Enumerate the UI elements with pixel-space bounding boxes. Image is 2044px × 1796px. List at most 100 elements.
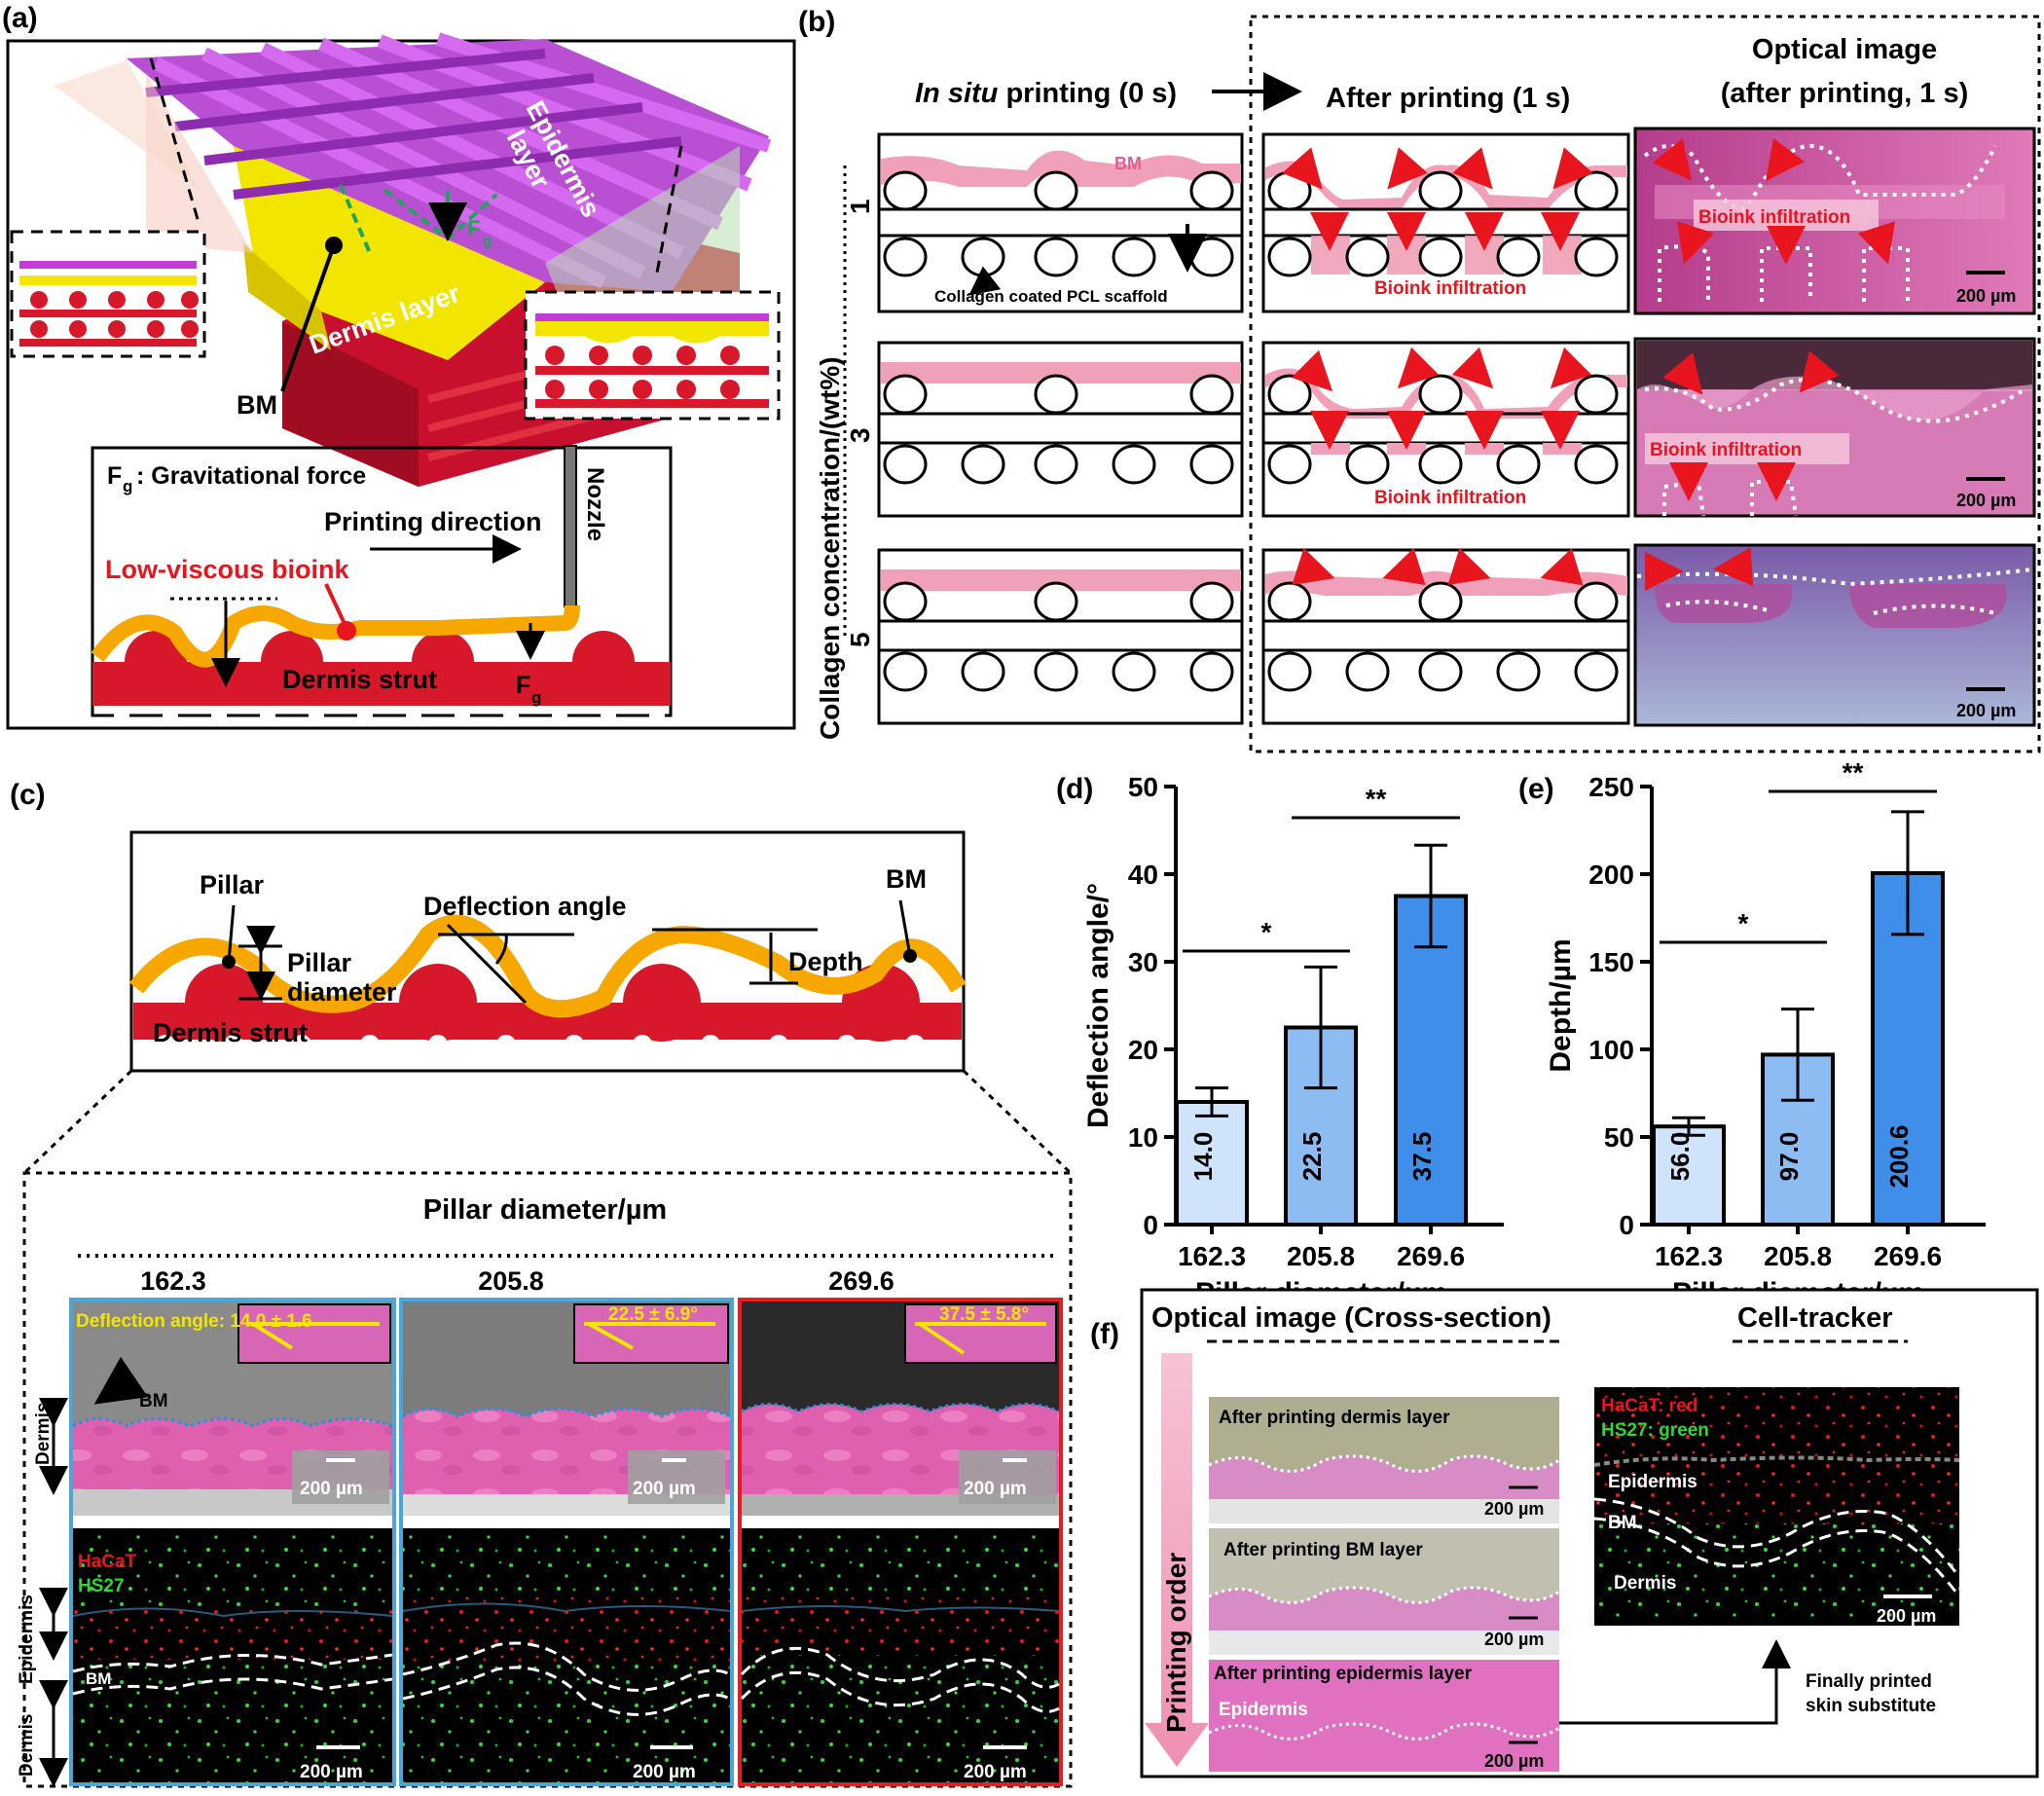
- significance-label: **: [1366, 784, 1387, 814]
- inset-label-1: Deflection angle: 14.0 ± 1.6: [76, 1311, 312, 1332]
- data-label: 97.0: [1774, 1132, 1804, 1182]
- x-tick-label: 269.6: [1874, 1241, 1942, 1271]
- optical-bioink-infiltration-2: Bioink infiltration: [1650, 440, 1802, 460]
- data-label: 22.5: [1297, 1132, 1327, 1182]
- finally-printed-2: skin substitute: [1806, 1696, 1936, 1716]
- panel-b-dashed-box: [1249, 15, 2041, 753]
- nozzle-label: Nozzle: [582, 467, 608, 541]
- header-insitu: In situ printing (0 s): [915, 78, 1177, 109]
- step3-label: After printing epidermis layer: [1214, 1664, 1473, 1684]
- step1-label: After printing dermis layer: [1219, 1408, 1450, 1428]
- optical-bioink-infiltration-1: Bioink infiltration: [1698, 207, 1850, 228]
- dermis-side-label-top: Dermis: [33, 1403, 54, 1465]
- collagen-scaffold-label: Collagen coated PCL scaffold: [934, 287, 1168, 306]
- row2-optical: Bioink infiltration 200 µm: [1633, 337, 2036, 518]
- bm-label-b: BM: [1114, 154, 1142, 173]
- significance-label: *: [1738, 908, 1749, 938]
- fg-bottom-symbol: F: [516, 672, 530, 699]
- chart-depth: 050100150200250Depth/µm56.0162.397.0205.…: [1545, 757, 1986, 1309]
- haCaT-red-label: HaCaT: red: [1601, 1396, 1697, 1416]
- panel-f: (f) Optical image (Cross-section) Cell-t…: [1090, 1288, 2039, 1778]
- fg-legend-symbol: F: [107, 462, 122, 490]
- printing-direction-label: Printing direction: [324, 507, 542, 536]
- y-tick-label: 40: [1128, 860, 1158, 890]
- step2-label: After printing BM layer: [1223, 1540, 1423, 1560]
- y-tick-label: 150: [1588, 947, 1634, 977]
- deflection-angle-label: Deflection angle: [423, 892, 627, 921]
- dermis-strut-label-c: Dermis strut: [153, 1018, 308, 1047]
- epidermis-in-image: Epidermis: [1219, 1700, 1308, 1720]
- col1-images: Deflection angle: 14.0 ± 1.6 BM 200 µm H…: [69, 1298, 396, 1786]
- inset-label-3: 37.5 ± 5.8°: [939, 1304, 1029, 1325]
- row-1-label: 1: [845, 199, 875, 214]
- pillar-diameter-title: Pillar diameter/µm: [423, 1194, 667, 1226]
- data-label: 56.0: [1665, 1132, 1695, 1182]
- scalebar-f2: 200 µm: [1484, 1630, 1544, 1649]
- fg-legend-text: : Gravitational force: [136, 462, 366, 490]
- col-label-3: 269.6: [828, 1266, 894, 1296]
- x-tick-label: 269.6: [1397, 1241, 1465, 1271]
- header-insitu-italic: In situ: [915, 78, 999, 109]
- data-label: 14.0: [1188, 1132, 1218, 1182]
- scaffold-illustration: Epidermis layer Dermis layer BM F g: [10, 32, 781, 487]
- significance-label: **: [1843, 757, 1864, 788]
- row-5-label: 5: [845, 632, 875, 647]
- collagen-axis-title: Collagen concentration/(wt%): [815, 356, 845, 740]
- x-tick-label: 162.3: [1655, 1241, 1723, 1271]
- x-tick-label: 162.3: [1178, 1241, 1246, 1271]
- header-after: After printing (1 s): [1326, 83, 1570, 114]
- y-tick-label: 30: [1128, 947, 1158, 977]
- col-label-1: 162.3: [140, 1266, 206, 1296]
- y-tick-label: 10: [1128, 1122, 1158, 1153]
- scalebar-c1-bottom: 200 µm: [300, 1762, 363, 1782]
- scalebar-f1: 200 µm: [1484, 1499, 1544, 1519]
- bm-label: BM: [237, 390, 277, 420]
- y-axis-title: Depth/µm: [1545, 938, 1577, 1072]
- scalebar-c3-top: 200 µm: [964, 1479, 1027, 1499]
- bm-in-image: BM: [86, 1669, 111, 1688]
- row-3-label: 3: [845, 427, 875, 443]
- zoom-left-content: [19, 261, 199, 347]
- panel-d-label: (d): [1056, 773, 1093, 805]
- pillar-diameter-label-2: diameter: [287, 977, 397, 1007]
- finally-printed-1: Finally printed: [1806, 1671, 1932, 1692]
- inset-label-2: 22.5 ± 6.9°: [608, 1304, 698, 1325]
- col3-images: 37.5 ± 5.8° 200 µm 200 µm: [738, 1298, 1063, 1786]
- panel-c-label: (c): [10, 779, 46, 811]
- significance-label: *: [1261, 917, 1272, 947]
- fg-bottom-sub: g: [531, 688, 541, 707]
- scalebar-f-ct: 200 µm: [1877, 1606, 1936, 1626]
- low-viscous-bioink-label: Low-viscous bioink: [105, 555, 350, 584]
- f-step1: After printing dermis layer 200 µm: [1208, 1397, 1560, 1523]
- cell-tracker-title: Cell-tracker: [1737, 1302, 1893, 1334]
- dermis-strut-label: Dermis strut: [282, 665, 437, 694]
- row1-after: Bioink infiltration: [1261, 132, 1630, 313]
- data-label: 200.6: [1884, 1124, 1914, 1188]
- bm-label-c: BM: [886, 864, 927, 894]
- bm-arrow-label: BM: [139, 1391, 168, 1411]
- hs27-green-label: HS27: green: [1601, 1420, 1709, 1441]
- haCaT-label-c1: HaCaT: [78, 1552, 137, 1572]
- fg-symbol: F: [467, 216, 480, 240]
- f-step3: After printing epidermis layer Epidermis…: [1208, 1660, 1560, 1772]
- nozzle-shape: [564, 445, 577, 607]
- f-cell-tracker-image: HaCaT: red HS27: green Epidermis BM Derm…: [1593, 1387, 1961, 1626]
- depth-label: Depth: [788, 947, 863, 976]
- scalebar-c1-top: 200 µm: [300, 1479, 363, 1499]
- bioink-path: [91, 605, 580, 668]
- bar: [1871, 870, 1945, 1227]
- y-axis-title: Deflection angle/°: [1082, 883, 1114, 1128]
- scalebar-c2-bottom: 200 µm: [633, 1762, 696, 1782]
- panel-e-label: (e): [1518, 773, 1554, 805]
- col-label-2: 205.8: [478, 1266, 544, 1296]
- optical-cross-title: Optical image (Cross-section): [1151, 1302, 1551, 1334]
- y-tick-label: 20: [1128, 1035, 1158, 1065]
- col2-images: 22.5 ± 6.9° 200 µm 200 µm: [399, 1298, 734, 1786]
- printing-order-label: Printing order: [1161, 1553, 1191, 1733]
- dermis-side-label-bottom: Dermis: [17, 1714, 37, 1777]
- hs27-label-c1: HS27: [78, 1576, 125, 1596]
- y-tick-label: 50: [1128, 772, 1158, 802]
- scalebar-b2: 200 µm: [1956, 491, 2016, 510]
